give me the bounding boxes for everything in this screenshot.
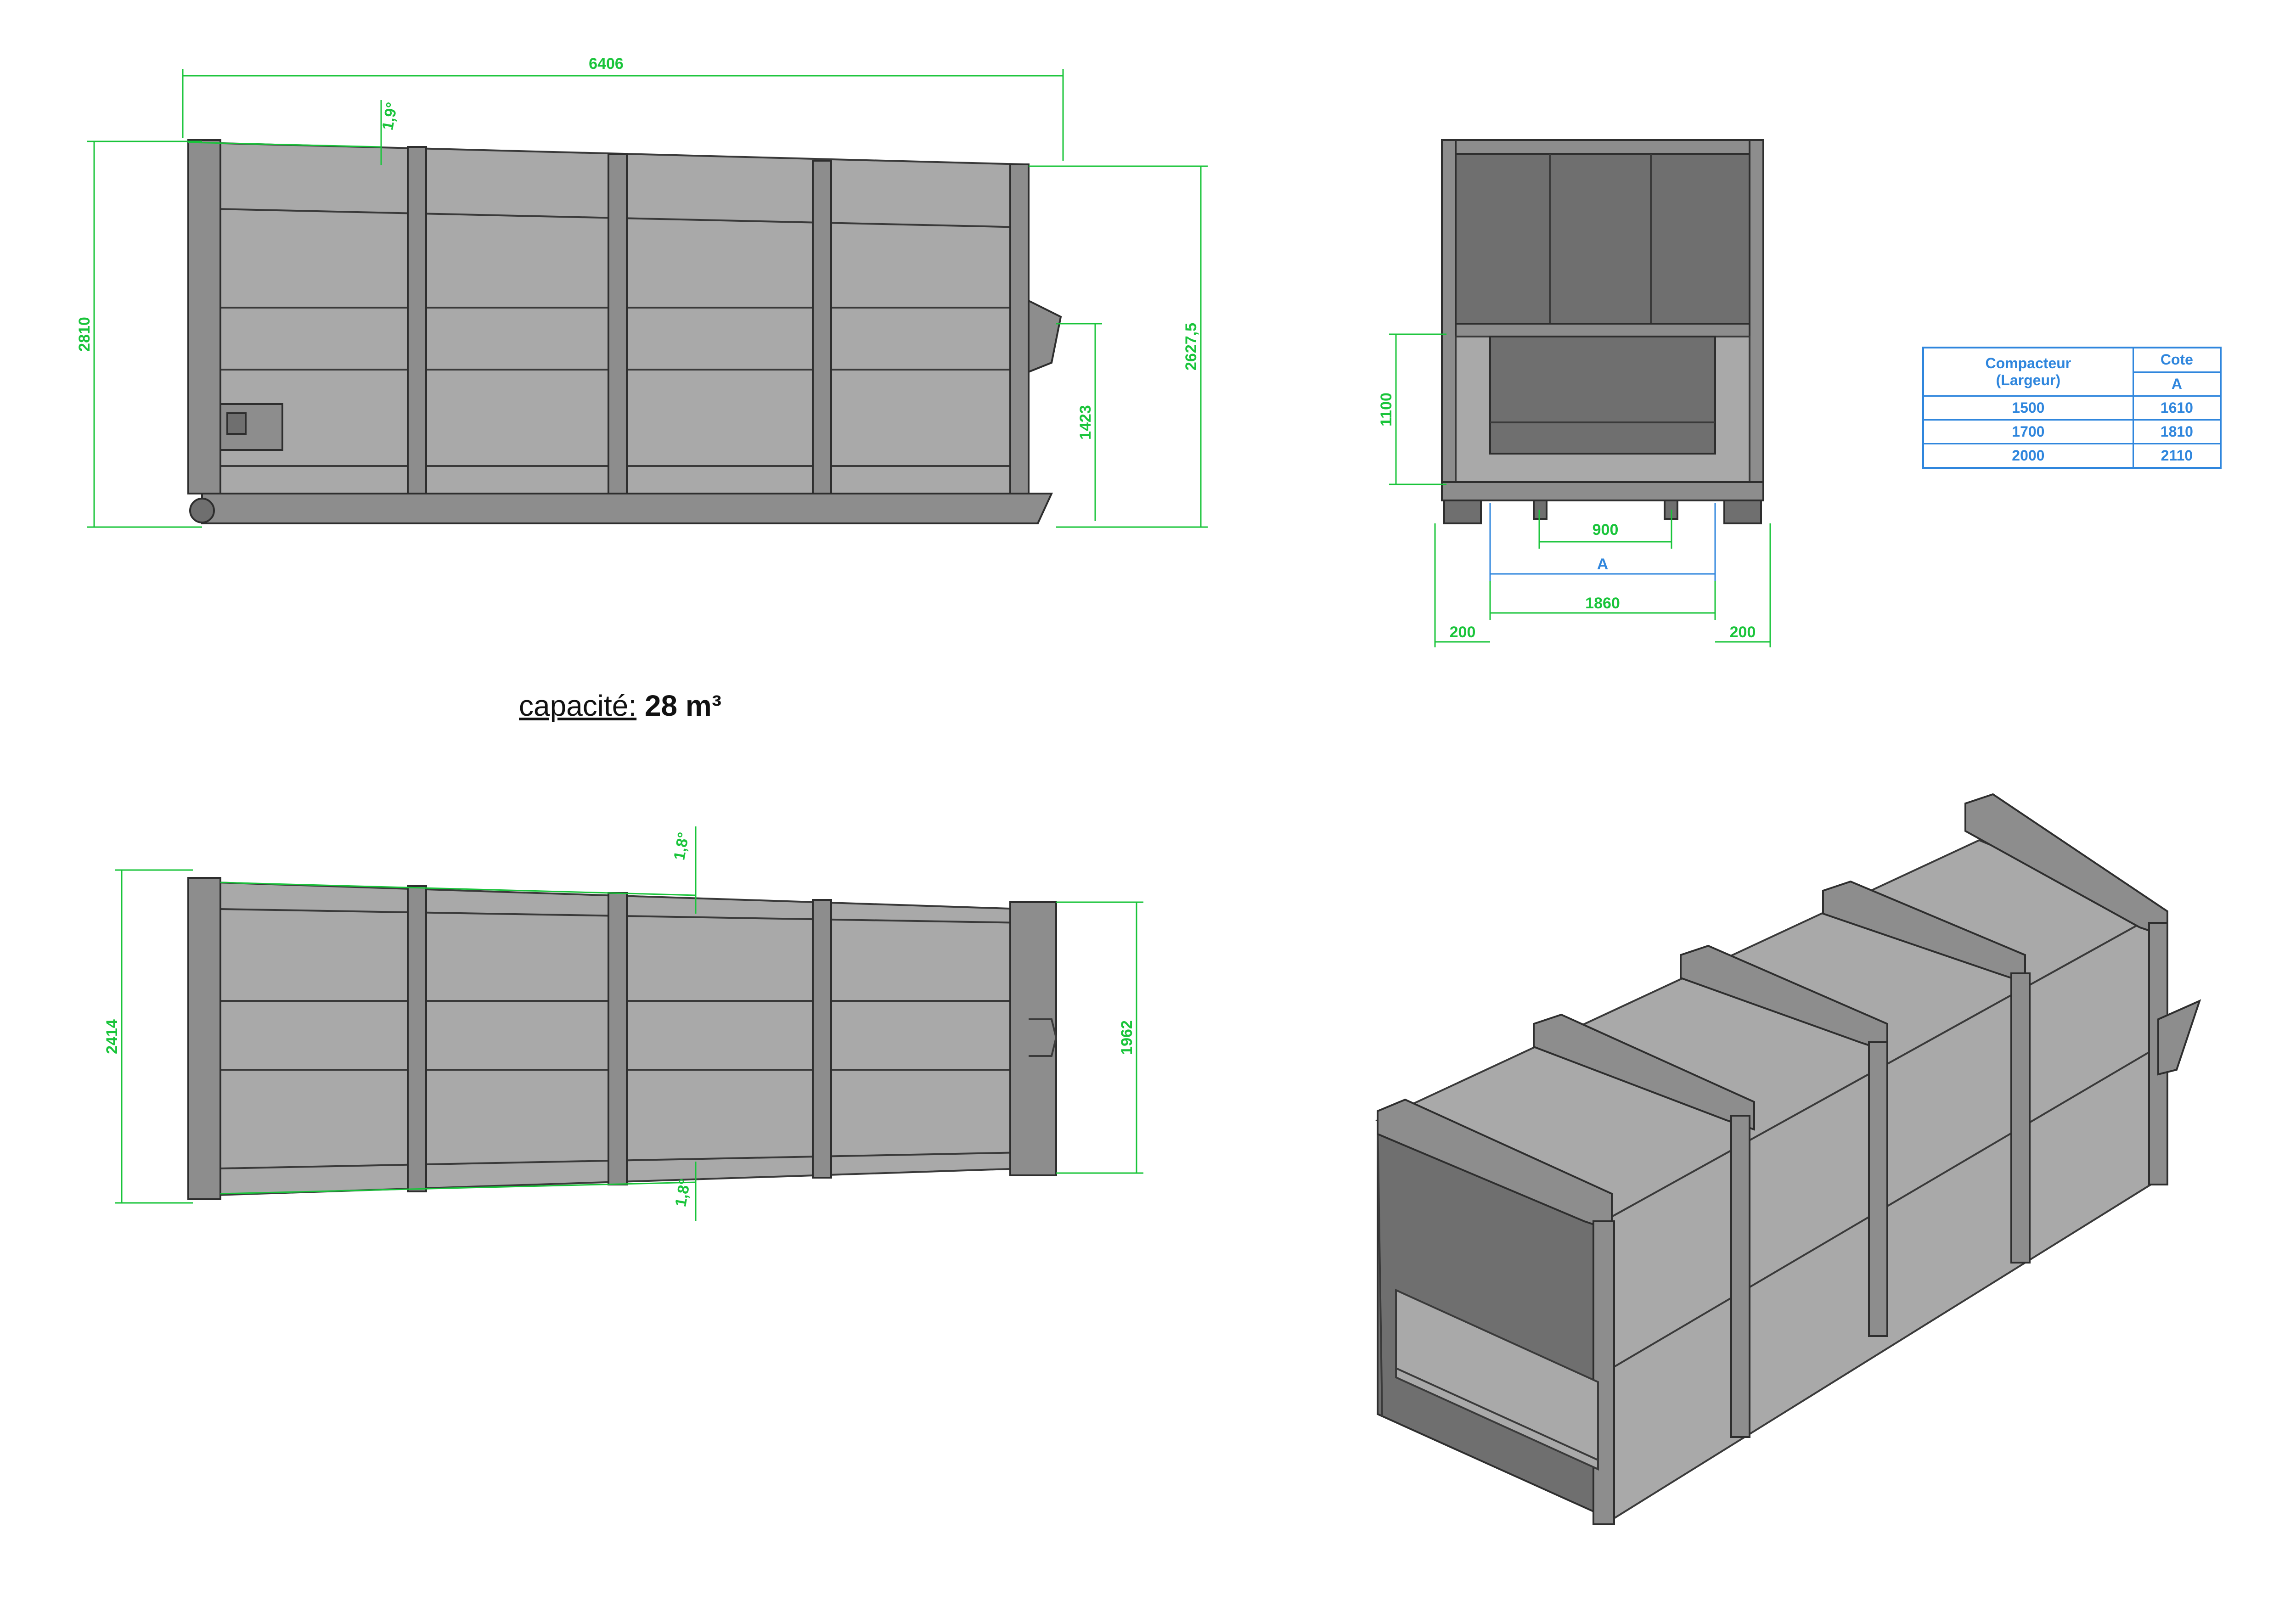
cote-subheader: A xyxy=(2132,371,2222,397)
front-view-dimensions: 1100 900 A 1860 200 200 xyxy=(1378,333,1771,647)
side-view xyxy=(187,139,1062,524)
inner-width-label: 1860 xyxy=(1585,595,1620,612)
capacity-value: 28 m³ xyxy=(644,689,722,722)
capacity-caption: capacité: 28 m³ xyxy=(519,689,721,723)
cote-cell: 1610 xyxy=(2132,395,2222,421)
isometric-view xyxy=(1375,793,2201,1525)
taper-top-label: 1,8° xyxy=(670,831,692,862)
coupling-height-label: 1423 xyxy=(1077,405,1094,440)
compactor-table: Compacteur (Largeur) Cote A 1500 1610 17… xyxy=(1922,347,2222,469)
cote-cell: 2110 xyxy=(2132,443,2222,469)
compacteur-header-main: Compacteur xyxy=(1985,355,2071,371)
table-row: 1700 1810 xyxy=(1922,419,2222,444)
rear-height-label: 2627,5 xyxy=(1182,323,1200,371)
table-row: 2000 2110 xyxy=(1922,443,2222,469)
compacteur-header-sub: (Largeur) xyxy=(1996,372,2061,388)
side-right-label: 200 xyxy=(1730,623,1756,641)
table-row: 1500 1610 xyxy=(1922,395,2222,421)
opening-height-label: 1100 xyxy=(1378,393,1395,427)
rail-spacing-label: 900 xyxy=(1593,521,1619,539)
cote-header: Cote xyxy=(2132,347,2222,373)
side-left-label: 200 xyxy=(1450,623,1476,641)
capacity-label: capacité: xyxy=(519,689,637,722)
compacteur-header: Compacteur (Largeur) xyxy=(1922,347,2134,397)
compacteur-cell: 2000 xyxy=(1922,443,2134,469)
top-view xyxy=(187,877,1058,1200)
front-width-label: 2414 xyxy=(103,1019,121,1054)
cote-cell: 1810 xyxy=(2132,419,2222,444)
rear-width-label: 1962 xyxy=(1118,1020,1136,1055)
overall-length-label: 6406 xyxy=(589,55,624,73)
compacteur-cell: 1700 xyxy=(1922,419,2134,444)
compacteur-cell: 1500 xyxy=(1922,395,2134,421)
roof-angle-label: 1,9° xyxy=(379,101,401,132)
front-view xyxy=(1441,139,1764,524)
side-view-dimensions: 6406 2810 2627,5 1423 1,9° xyxy=(76,55,1208,528)
front-height-label: 2810 xyxy=(76,317,93,352)
opening-width-label: A xyxy=(1597,556,1609,573)
